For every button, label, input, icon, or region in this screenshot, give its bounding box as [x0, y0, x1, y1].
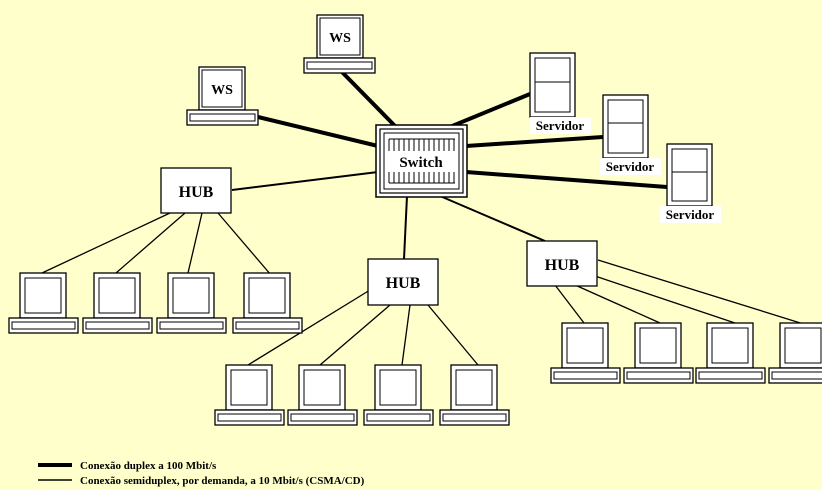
- server-1: Servidor: [529, 52, 591, 134]
- pc-left-2: [82, 272, 153, 334]
- legend-thin-label: Conexão semiduplex, por demanda, a 10 Mb…: [80, 475, 365, 487]
- link-switch-server2: [465, 135, 604, 148]
- link-hub-right-pc4: [597, 259, 811, 327]
- link-hub-right-pc2: [574, 284, 661, 324]
- pc-right-1: [550, 322, 621, 384]
- server-2-label: Servidor: [606, 159, 655, 174]
- link-switch-server3: [465, 170, 668, 189]
- link-hub-middle-pc4: [427, 304, 479, 366]
- workstation-1: WS: [186, 66, 259, 126]
- pc-right-3: [695, 322, 766, 384]
- link-switch-hub-middle: [403, 195, 408, 260]
- pc-left-3: [156, 272, 227, 334]
- pc-left-4: [232, 272, 303, 334]
- server-2: Servidor: [600, 94, 661, 175]
- workstation-2: WS: [303, 14, 376, 74]
- hub-left: HUB: [160, 167, 232, 214]
- link-hub-middle-pc1: [247, 289, 371, 366]
- link-hub-right-pc1: [554, 284, 585, 324]
- pc-middle-2: [287, 364, 358, 426]
- workstation-1-label: WS: [211, 83, 233, 98]
- switch-ports-top: [388, 138, 455, 151]
- hub-right-label: HUB: [545, 257, 580, 274]
- link-hub-right-pc3: [591, 274, 736, 324]
- client-pcs: [8, 272, 822, 426]
- link-hub-left-pc2: [115, 212, 186, 274]
- pc-left-1: [8, 272, 79, 334]
- server-3: Servidor: [660, 143, 721, 223]
- link-switch-ws1: [257, 115, 379, 148]
- workstation-2-label: WS: [329, 31, 351, 46]
- link-hub-left-pc4: [217, 212, 272, 276]
- link-hub-middle-pc3: [401, 304, 411, 366]
- link-switch-hub-right: [439, 195, 546, 242]
- pc-middle-4: [439, 364, 510, 426]
- hub-right: HUB: [526, 240, 598, 287]
- hub-middle-label: HUB: [386, 275, 421, 292]
- pc-middle-3: [363, 364, 434, 426]
- switch-label: Switch: [399, 155, 443, 171]
- pc-middle-1: [214, 364, 285, 426]
- pc-right-4: [768, 322, 822, 384]
- link-hub-left-pc1: [41, 212, 171, 274]
- link-switch-ws2: [338, 68, 397, 128]
- switch-ports-bottom: [388, 172, 455, 184]
- link-hub-left-pc3: [187, 212, 203, 274]
- hub-middle: HUB: [367, 258, 439, 306]
- server-1-label: Servidor: [536, 118, 585, 133]
- pc-right-2: [623, 322, 694, 384]
- link-switch-hub-left: [231, 171, 379, 191]
- legend-thick-label: Conexão duplex a 100 Mbit/s: [80, 460, 217, 472]
- link-hub-middle-pc2: [319, 304, 391, 366]
- legend: Conexão duplex a 100 Mbit/s Conexão semi…: [38, 460, 365, 487]
- switch-device: Switch: [375, 124, 468, 198]
- hub-left-label: HUB: [179, 184, 214, 201]
- server-3-label: Servidor: [666, 207, 715, 222]
